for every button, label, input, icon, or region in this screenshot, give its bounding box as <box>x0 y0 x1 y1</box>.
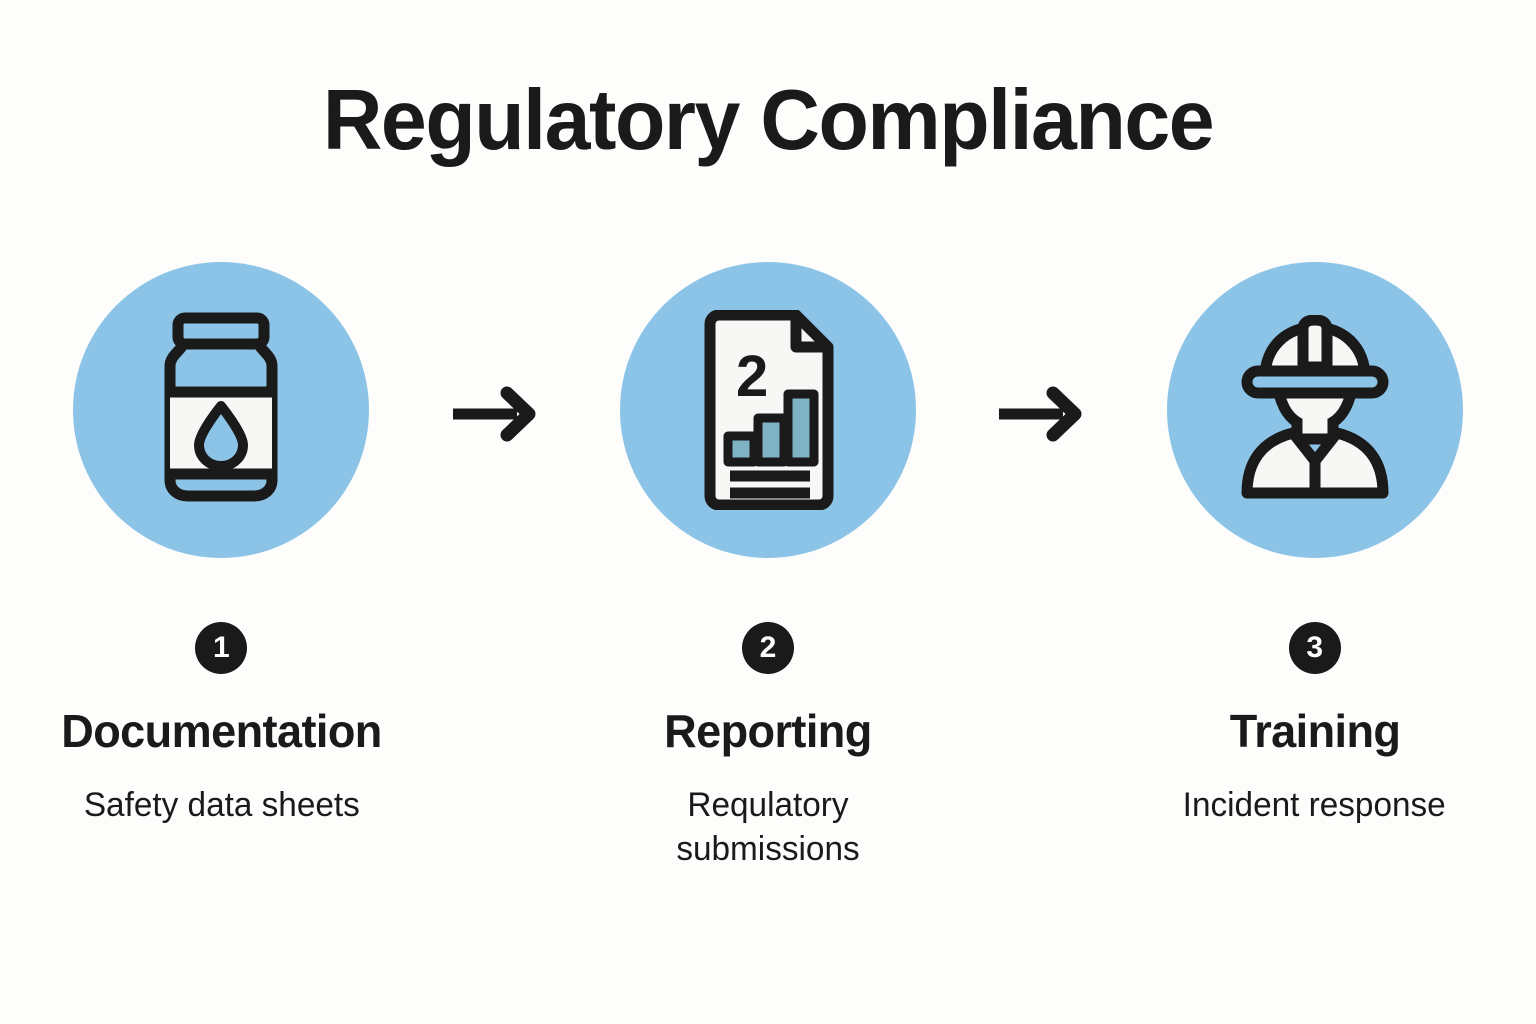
step-1-description: Safety data sheets <box>83 786 360 824</box>
step-2-title: Reporting <box>664 705 872 757</box>
document-number-label: 2 <box>736 344 768 409</box>
step-3-badge: 3 <box>1288 622 1341 674</box>
step-2: 2 2 Reporting Requlatory submissions <box>547 262 990 871</box>
arrow-2-3-icon <box>989 386 1093 442</box>
step-2-description: Requlatory submissions <box>676 786 860 868</box>
hard-hat-worker-icon <box>1225 315 1405 505</box>
step-1-icon-circle <box>73 262 370 558</box>
step-1-badge: 1 <box>195 622 248 674</box>
step-1-title: Documentation <box>61 705 382 757</box>
step-3-title: Training <box>1229 705 1400 757</box>
step-1: 1 Documentation Safety data sheets <box>0 262 443 828</box>
arrow-1-2-icon <box>443 386 547 442</box>
steps-row: 1 Documentation Safety data sheets <box>0 262 1536 871</box>
step-3: 3 Training Incident response <box>1093 262 1536 828</box>
step-2-icon-circle: 2 <box>620 262 916 558</box>
chemical-jar-icon <box>136 310 306 510</box>
step-2-badge: 2 <box>742 622 794 674</box>
page-title: Regulatory Compliance <box>322 73 1215 168</box>
step-3-description: Incident response <box>1183 786 1447 824</box>
step-3-icon-circle <box>1166 262 1463 558</box>
report-document-chart-icon: 2 <box>688 310 848 510</box>
